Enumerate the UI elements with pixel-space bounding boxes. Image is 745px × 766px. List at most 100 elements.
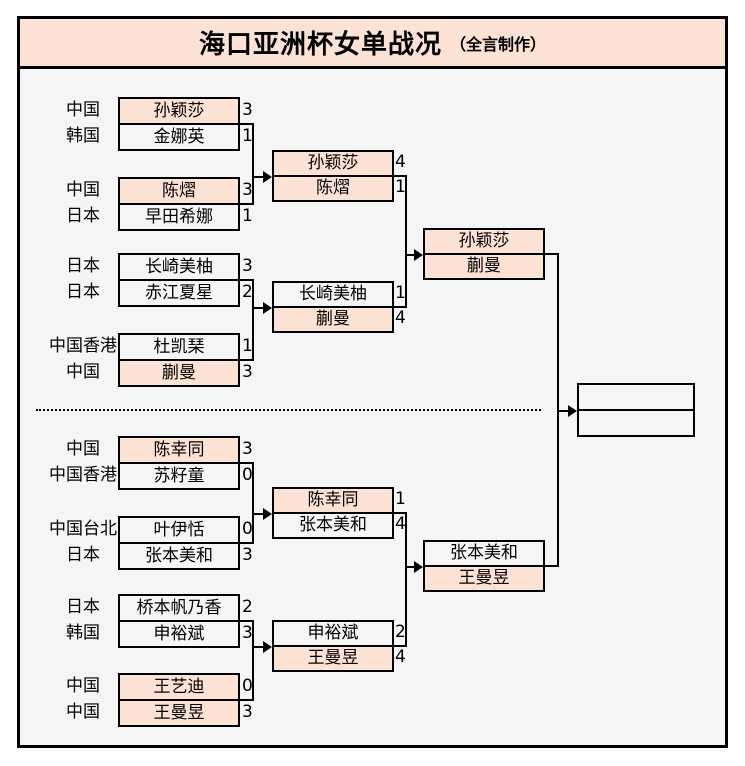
country-label: 日本 bbox=[66, 545, 100, 565]
player-cell: 申裕斌 bbox=[118, 620, 240, 648]
country-label: 中国 bbox=[66, 439, 100, 459]
country-label: 中国 bbox=[66, 702, 100, 722]
player-cell: 蒯曼 bbox=[118, 359, 240, 387]
player-cell: 王曼昱 bbox=[272, 645, 394, 672]
player-score: 1 bbox=[395, 177, 406, 197]
connector-line bbox=[238, 699, 254, 701]
arrow-icon bbox=[568, 405, 577, 417]
connector-line bbox=[392, 645, 407, 647]
country-label: 中国 bbox=[66, 180, 100, 200]
country-label: 中国 bbox=[66, 100, 100, 120]
connector-line bbox=[252, 462, 254, 544]
player-score: 3 bbox=[242, 180, 253, 200]
tournament-title: 海口亚洲杯女单战况 bbox=[198, 30, 442, 60]
player-cell: 孙颖莎 bbox=[272, 150, 394, 177]
player-score: 3 bbox=[242, 100, 253, 120]
player-cell: 长崎美柚 bbox=[272, 281, 394, 308]
player-score: 4 bbox=[395, 308, 406, 328]
player-cell: 杜凯琹 bbox=[118, 333, 240, 361]
player-cell: 王艺迪 bbox=[118, 673, 240, 701]
connector-line bbox=[392, 306, 407, 308]
player-cell: 长崎美柚 bbox=[118, 253, 240, 281]
player-cell: 陈熠 bbox=[118, 177, 240, 205]
connector-line bbox=[557, 410, 570, 412]
player-score: 3 bbox=[242, 702, 253, 722]
player-score: 3 bbox=[242, 362, 253, 382]
arrow-icon bbox=[263, 171, 272, 183]
player-cell: 金娜英 bbox=[118, 123, 240, 151]
player-cell: 张本美和 bbox=[118, 542, 240, 570]
player-score: 4 bbox=[395, 647, 406, 667]
player-cell: 叶伊恬 bbox=[118, 516, 240, 544]
connector-line bbox=[252, 513, 265, 515]
player-score: 1 bbox=[242, 126, 253, 146]
connector-line bbox=[405, 175, 407, 308]
country-label: 中国 bbox=[66, 676, 100, 696]
player-score: 1 bbox=[242, 336, 253, 356]
connector-line bbox=[238, 359, 254, 361]
arrow-icon bbox=[263, 641, 272, 653]
country-label: 中国 bbox=[66, 362, 100, 382]
player-cell: 申裕斌 bbox=[272, 620, 394, 647]
player-score: 4 bbox=[395, 514, 406, 534]
country-label: 日本 bbox=[66, 597, 100, 617]
player-score: 0 bbox=[242, 519, 253, 539]
player-cell: 王曼昱 bbox=[423, 565, 545, 592]
connector-line bbox=[543, 565, 559, 567]
player-score: 3 bbox=[242, 623, 253, 643]
connector-line bbox=[405, 254, 416, 256]
player-score: 2 bbox=[242, 597, 253, 617]
player-cell: 孙颖莎 bbox=[118, 97, 240, 125]
connector-line bbox=[238, 462, 254, 464]
connector-line bbox=[252, 620, 254, 701]
connector-line bbox=[252, 176, 265, 178]
country-label: 日本 bbox=[66, 256, 100, 276]
player-cell: 张本美和 bbox=[423, 540, 545, 567]
connector-line bbox=[543, 253, 559, 255]
country-label: 日本 bbox=[66, 206, 100, 226]
player-score: 4 bbox=[395, 152, 406, 172]
connector-line bbox=[392, 175, 407, 177]
connector-line bbox=[238, 542, 254, 544]
country-label: 韩国 bbox=[66, 126, 100, 146]
player-cell: 孙颖莎 bbox=[423, 228, 545, 255]
player-cell: 陈幸同 bbox=[272, 487, 394, 514]
player-score: 0 bbox=[242, 676, 253, 696]
connector-line bbox=[252, 646, 265, 648]
connector-line bbox=[252, 123, 254, 205]
player-score: 3 bbox=[242, 439, 253, 459]
player-cell: 早田希娜 bbox=[118, 203, 240, 231]
player-score: 3 bbox=[242, 545, 253, 565]
country-label: 中国台北 bbox=[49, 519, 117, 539]
connector-line bbox=[238, 620, 254, 622]
connector-line bbox=[405, 512, 407, 647]
player-score: 3 bbox=[242, 256, 253, 276]
connector-line bbox=[238, 123, 254, 125]
connector-line bbox=[392, 512, 407, 514]
connector-line bbox=[252, 279, 254, 361]
player-cell: 张本美和 bbox=[272, 512, 394, 539]
half-divider-dotted-line bbox=[36, 409, 541, 411]
connector-line bbox=[238, 203, 254, 205]
country-label: 韩国 bbox=[66, 623, 100, 643]
connector-line bbox=[252, 307, 265, 309]
final-player-cell bbox=[577, 409, 695, 437]
final-player-cell bbox=[577, 383, 695, 411]
arrow-icon bbox=[263, 508, 272, 520]
player-score: 1 bbox=[395, 489, 406, 509]
player-cell: 蒯曼 bbox=[423, 253, 545, 280]
player-score: 1 bbox=[242, 206, 253, 226]
player-cell: 赤江夏星 bbox=[118, 279, 240, 307]
arrow-icon bbox=[263, 302, 272, 314]
player-cell: 蒯曼 bbox=[272, 306, 394, 333]
arrow-icon bbox=[414, 561, 423, 573]
player-score: 0 bbox=[242, 465, 253, 485]
player-cell: 陈熠 bbox=[272, 175, 394, 202]
country-label: 中国香港 bbox=[49, 336, 117, 356]
title-bar: 海口亚洲杯女单战况 （全言制作） bbox=[17, 16, 728, 69]
player-score: 1 bbox=[395, 283, 406, 303]
player-cell: 桥本帆乃香 bbox=[118, 594, 240, 622]
country-label: 日本 bbox=[66, 282, 100, 302]
